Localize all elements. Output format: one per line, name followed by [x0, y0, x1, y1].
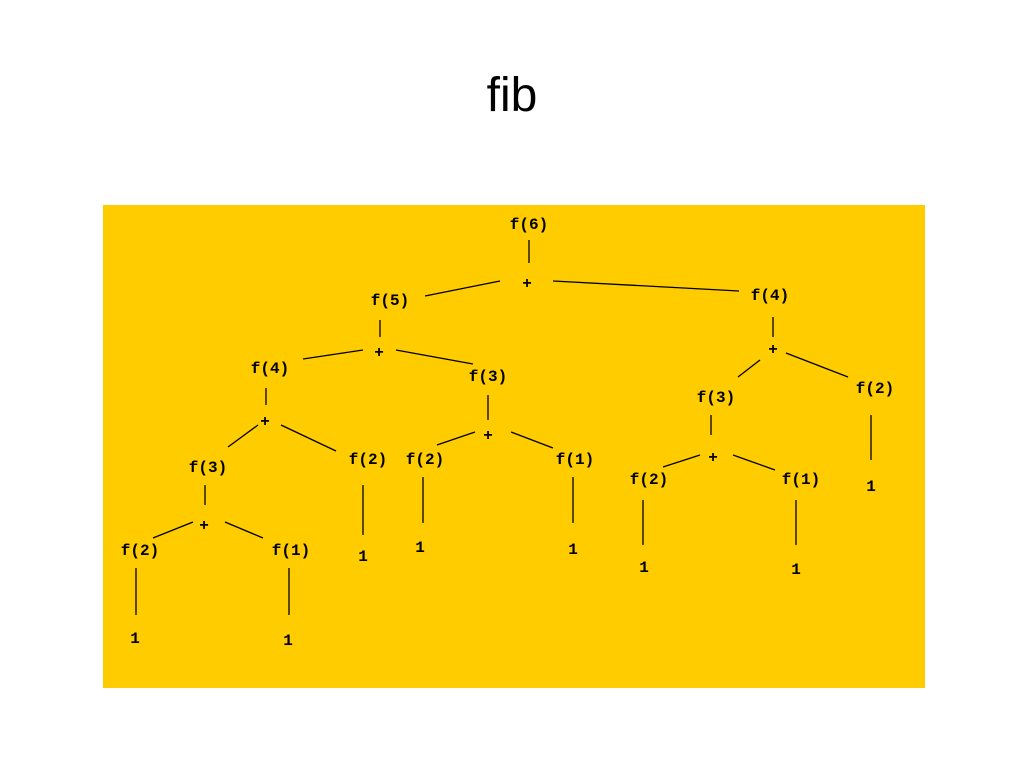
node-f3: f(3)	[469, 368, 507, 386]
plus-sign: +	[374, 344, 384, 362]
edge	[302, 349, 364, 360]
node-f2: f(2)	[121, 542, 159, 560]
fibonacci-recursion-tree: f(6) + f(5) f(4) + f(4) f(3) + f(3) f(2)…	[103, 205, 925, 688]
node-f1: f(1)	[556, 451, 594, 469]
tree-edges	[135, 240, 872, 615]
plus-sign: +	[260, 413, 270, 431]
node-f3: f(3)	[697, 389, 735, 407]
leaf-value: 1	[358, 548, 368, 566]
node-f2: f(2)	[630, 471, 668, 489]
leaf-value: 1	[415, 539, 425, 557]
plus-sign: +	[199, 517, 209, 535]
tree-labels: f(6) + f(5) f(4) + f(4) f(3) + f(3) f(2)…	[121, 216, 894, 650]
slide-title: fib	[486, 69, 538, 122]
edge	[227, 424, 259, 448]
plus-sign: +	[522, 275, 532, 293]
edge	[785, 352, 849, 378]
node-f1: f(1)	[272, 542, 310, 560]
edge	[737, 359, 761, 378]
node-f6: f(6)	[510, 216, 548, 234]
plus-sign: +	[708, 449, 718, 467]
node-f3: f(3)	[189, 459, 227, 477]
node-f2: f(2)	[406, 451, 444, 469]
node-f1: f(1)	[782, 471, 820, 489]
leaf-value: 1	[791, 561, 801, 579]
tree-canvas: f(6) + f(5) f(4) + f(4) f(3) + f(3) f(2)…	[103, 205, 925, 688]
plus-sign: +	[483, 427, 493, 445]
edge	[662, 454, 701, 468]
edge	[395, 349, 474, 365]
panel-background	[103, 205, 925, 688]
leaf-value: 1	[568, 541, 578, 559]
leaf-value: 1	[130, 630, 140, 648]
edge	[552, 280, 740, 292]
leaf-value: 1	[283, 632, 293, 650]
edge	[424, 280, 501, 297]
edge	[152, 521, 194, 539]
node-f5: f(5)	[371, 292, 409, 310]
node-f2: f(2)	[856, 380, 894, 398]
node-f2: f(2)	[349, 451, 387, 469]
leaf-value: 1	[639, 559, 649, 577]
edge	[510, 431, 554, 449]
edge	[436, 431, 476, 446]
edge	[732, 454, 776, 471]
plus-sign: +	[768, 341, 778, 359]
edge	[224, 521, 264, 539]
leaf-value: 1	[866, 478, 876, 496]
node-f4: f(4)	[751, 287, 789, 305]
node-f4: f(4)	[251, 360, 289, 378]
edge	[280, 424, 337, 452]
